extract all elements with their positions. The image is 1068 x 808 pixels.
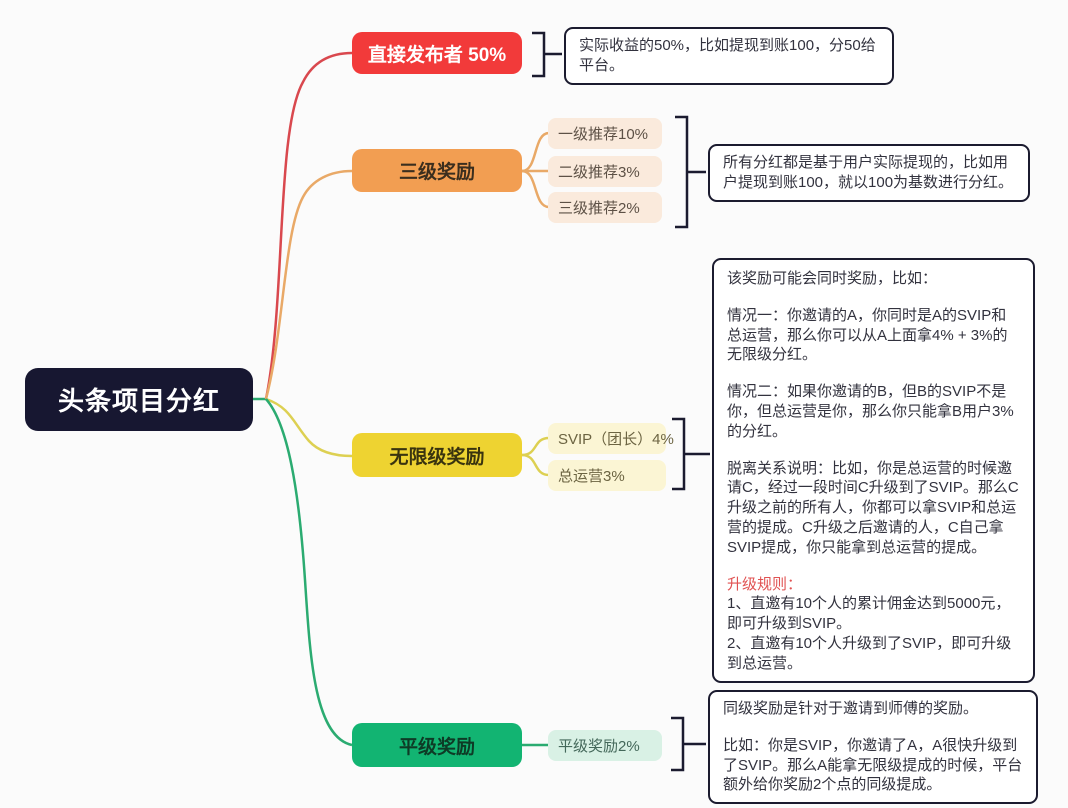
subtopic-level2-referral[interactable]: 二级推荐3% — [548, 156, 662, 187]
note-paragraph: 实际收益的50%，比如提现到账100，分50给平台。 — [579, 37, 876, 74]
root-topic[interactable]: 头条项目分红 — [25, 368, 253, 431]
edge-unlimited-child2 — [521, 453, 550, 477]
summary-bracket-peer — [671, 716, 706, 772]
summary-note-unlimited[interactable]: 该奖励可能会同时奖励，比如： 情况一：你邀请的A，你同时是A的SVIP和总运营，… — [712, 258, 1035, 683]
summary-note-peer[interactable]: 同级奖励是针对于邀请到师傅的奖励。 比如：你是SVIP，你邀请了A，A很快升级到… — [708, 690, 1038, 805]
branch-three-level-reward[interactable]: 三级奖励 — [352, 149, 522, 192]
summary-bracket-three-level — [675, 115, 706, 229]
note-paragraph: 情况二：如果你邀请的B，但B的SVIP不是你，但总运营是你，那么你只能拿B用户3… — [727, 383, 1014, 440]
summary-note-direct-publisher[interactable]: 实际收益的50%，比如提现到账100，分50给平台。 — [564, 27, 894, 85]
subtopic-level3-referral[interactable]: 三级推荐2% — [548, 192, 662, 223]
summary-bracket-direct-publisher — [532, 31, 562, 78]
note-paragraph: 比如：你是SVIP，你邀请了A，A很快升级到了SVIP。那么A能拿无限级提成的时… — [723, 736, 1023, 794]
note-paragraph: 所有分红都是基于用户实际提现的，比如用户提现到账100，就以100为基数进行分红… — [723, 154, 1014, 191]
edge-root-peer — [265, 398, 353, 747]
note-paragraph-upgrade-rules-title: 升级规则： — [727, 575, 803, 593]
note-paragraph: 2、直邀有10个人升级到了SVIP，即可升级到总运营。 — [727, 634, 1012, 672]
note-paragraph: 同级奖励是针对于邀请到师傅的奖励。 — [723, 700, 979, 717]
subtopic-general-operator[interactable]: 总运营3% — [548, 460, 666, 491]
subtopic-peer-reward-2pct[interactable]: 平级奖励2% — [548, 730, 662, 761]
note-paragraph: 该奖励可能会同时奖励，比如： — [727, 270, 938, 287]
summary-note-three-level[interactable]: 所有分红都是基于用户实际提现的，比如用户提现到账100，就以100为基数进行分红… — [708, 144, 1030, 202]
edge-unlimited-child1 — [521, 436, 550, 457]
edge-root-direct-publisher — [264, 51, 353, 400]
branch-unlimited-level-reward[interactable]: 无限级奖励 — [352, 433, 522, 477]
edge-three-level-child3 — [521, 169, 550, 209]
subtopic-level1-referral[interactable]: 一级推荐10% — [548, 118, 662, 149]
summary-bracket-unlimited — [672, 417, 710, 491]
edge-root-three-level — [264, 169, 353, 400]
branch-direct-publisher[interactable]: 直接发布者 50% — [352, 32, 522, 74]
edge-three-level-child1 — [521, 131, 550, 173]
note-paragraph: 情况一：你邀请的A，你同时是A的SVIP和总运营，那么你可以从A上面拿4% + … — [727, 306, 1008, 364]
edge-root-unlimited — [265, 397, 353, 458]
note-paragraph: 脱离关系说明：比如，你是总运营的时候邀请C，经过一段时间C升级到了SVIP。那么… — [727, 459, 1019, 556]
subtopic-svip-leader[interactable]: SVIP（团长）4% — [548, 423, 674, 454]
note-paragraph: 1、直邀有10个人的累计佣金达到5000元，即可升级到SVIP。 — [727, 595, 1011, 633]
branch-peer-level-reward[interactable]: 平级奖励 — [352, 723, 522, 767]
